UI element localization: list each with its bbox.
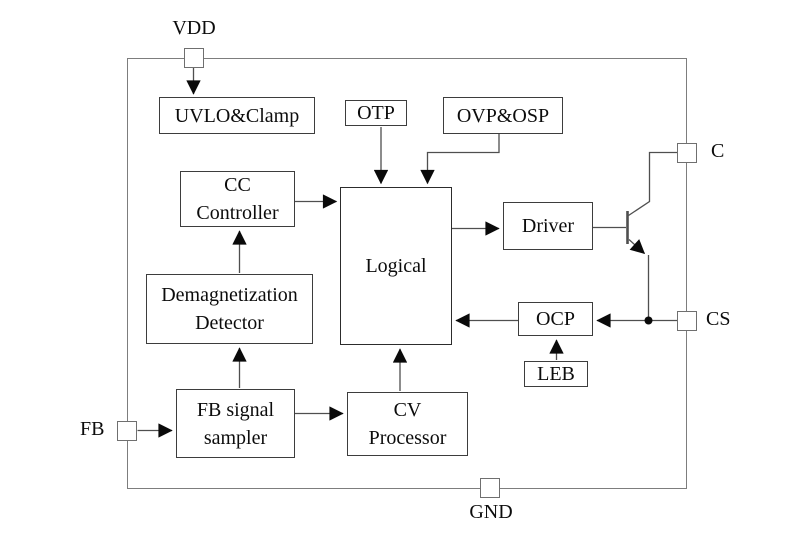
pin-gnd [480, 478, 500, 498]
block-cv-processor: CV Processor [347, 392, 468, 456]
block-cc-controller: CC Controller [180, 171, 295, 227]
block-demagnetization-detector: Demagnetization Detector [146, 274, 313, 344]
pin-vdd [184, 48, 204, 68]
pin-label-vdd: VDD [172, 17, 216, 39]
chip-boundary [127, 58, 687, 489]
npn-transistor [626, 151, 677, 325]
block-ovp-osp: OVP&OSP [443, 97, 563, 134]
pin-label-fb: FB [80, 418, 105, 440]
transistor-emitter [628, 239, 646, 254]
block-logical: Logical [340, 187, 452, 345]
block-fb-signal-sampler: FB signal sampler [176, 389, 295, 458]
block-ocp: OCP [518, 302, 593, 336]
pin-cs [677, 311, 697, 331]
block-otp: OTP [345, 100, 407, 126]
pin-c [677, 143, 697, 163]
pin-label-gnd: GND [469, 501, 513, 523]
pin-label-cs: CS [706, 308, 731, 330]
transistor-collector-wire [628, 151, 677, 217]
block-leb: LEB [524, 361, 588, 387]
block-uvlo-clamp: UVLO&Clamp [159, 97, 315, 134]
wire-ovposp-to-logical [420, 134, 500, 185]
block-driver: Driver [503, 202, 593, 250]
junction-dot [644, 316, 653, 325]
pin-fb [117, 421, 137, 441]
pin-label-c: C [711, 140, 725, 162]
